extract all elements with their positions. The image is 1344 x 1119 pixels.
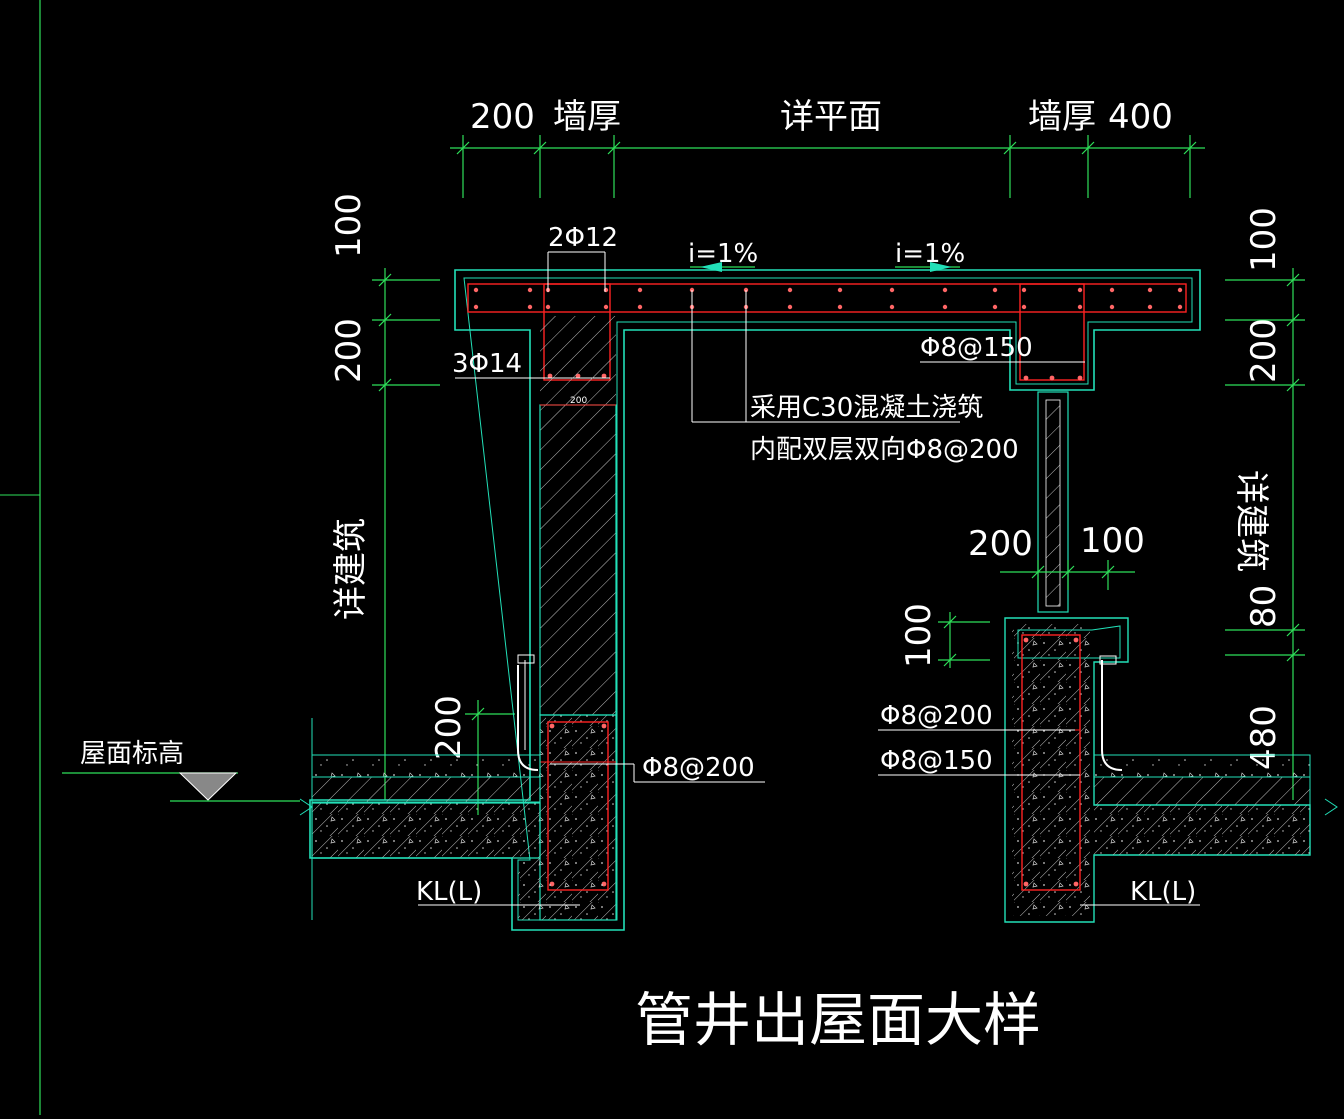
- rebar-dot: [1177, 287, 1183, 293]
- top-dim-see-plan: 详平面: [780, 97, 882, 137]
- rebar-dot: [637, 287, 643, 293]
- slab-note-leader: [691, 290, 960, 423]
- rebar-dot: [527, 304, 533, 310]
- left-wall: [539, 316, 617, 716]
- rebar-dot: [1021, 304, 1027, 310]
- right-roof-layers: [1093, 655, 1338, 816]
- top-dim-wall-thickness-right: 墙厚: [1028, 97, 1096, 137]
- right-curb-rebar-label-1: Φ8@200: [880, 701, 993, 731]
- top-bars-leader: [547, 251, 606, 292]
- rebar-dot: [637, 304, 643, 310]
- rebar-dot: [787, 304, 793, 310]
- slab-note-line-2: 内配双层双向Φ8@200: [750, 435, 1019, 465]
- rebar-dot: [1147, 287, 1153, 293]
- rebar-dot: [1049, 375, 1055, 381]
- rebar-dot: [1077, 287, 1083, 293]
- right-beam-label: KL(L): [1130, 877, 1196, 907]
- mid-dim-100-vertical: 100: [899, 603, 939, 668]
- rebar-dot: [942, 304, 948, 310]
- rebar-dot: [527, 287, 533, 293]
- rebar-dot: [545, 304, 551, 310]
- rebar-dot: [787, 287, 793, 293]
- right-curb: [1004, 617, 1311, 923]
- rebar-dot: [889, 304, 895, 310]
- rebar-dot: [992, 287, 998, 293]
- rebar-dot: [473, 287, 479, 293]
- right-curb-rebar-label-2: Φ8@150: [880, 746, 993, 776]
- top-bars-label: 2Φ12: [548, 223, 618, 253]
- left-beam-label: KL(L): [416, 877, 482, 907]
- rebar-dot: [1023, 375, 1029, 381]
- left-curb-rebar-label: Φ8@200: [642, 753, 755, 783]
- rebar-dot: [889, 287, 895, 293]
- rebar-dot: [1109, 304, 1115, 310]
- rebar-dot: [473, 304, 479, 310]
- left-see-architecture-note: 详建筑: [331, 518, 371, 620]
- rebar-dot: [1109, 287, 1115, 293]
- rebar-dot: [1021, 287, 1027, 293]
- drawing-title: 管井出屋面大样: [635, 986, 1041, 1054]
- rebar-dot: [837, 304, 843, 310]
- right-dim-80: 80: [1244, 585, 1284, 628]
- slope-arrows: [690, 262, 960, 272]
- rebar-dot: [837, 287, 843, 293]
- top-dimension-line: [450, 135, 1205, 198]
- beam-stirrup-label: Φ8@150: [920, 333, 1033, 363]
- rebar-dot: [1077, 375, 1083, 381]
- right-see-architecture-note: 详建筑: [1231, 470, 1271, 572]
- top-dim-wall-thickness-left: 墙厚: [553, 97, 621, 137]
- mid-dimension-lines: [938, 560, 1135, 668]
- rebar-dot: [603, 304, 609, 310]
- right-dim-200: 200: [1244, 318, 1284, 383]
- left-curb: [539, 714, 617, 921]
- bottom-bars-label: 3Φ14: [452, 349, 522, 379]
- rebar-dot: [1077, 304, 1083, 310]
- slope-left-label: i=1%: [688, 239, 758, 269]
- wall-small-dim: 200: [570, 396, 587, 406]
- right-thin-wall: [1037, 391, 1069, 613]
- slab-note-line-1: 采用C30混凝土浇筑: [750, 393, 983, 423]
- left-dim-200-curb: 200: [429, 695, 469, 760]
- rebar-dot: [992, 304, 998, 310]
- right-dim-100: 100: [1244, 207, 1284, 272]
- rebar-dot: [942, 287, 948, 293]
- slope-right-label: i=1%: [895, 239, 965, 269]
- rebar-dot: [603, 287, 609, 293]
- left-dim-100: 100: [329, 193, 369, 258]
- roof-level-label: 屋面标高: [80, 739, 184, 769]
- mid-dim-100: 100: [1080, 521, 1145, 561]
- roof-level-symbol: [62, 772, 300, 802]
- rebar-dot: [1177, 304, 1183, 310]
- mid-dim-200: 200: [968, 524, 1033, 564]
- right-vertical-dimension-line: [1225, 268, 1305, 800]
- left-curb-leader: [550, 763, 765, 783]
- left-dim-200: 200: [329, 318, 369, 383]
- rebar-dot: [1147, 304, 1153, 310]
- top-dim-400: 400: [1108, 97, 1173, 137]
- top-dim-200: 200: [470, 97, 535, 137]
- right-curb-leaders: [878, 729, 1080, 776]
